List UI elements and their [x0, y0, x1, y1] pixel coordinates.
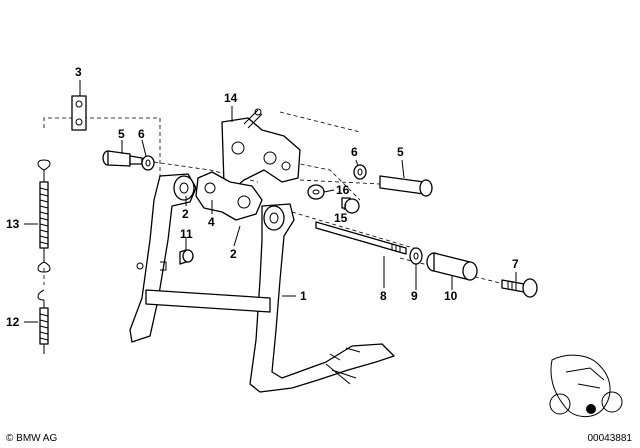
- part-1-center-stand: [129, 173, 395, 393]
- part-3-plate: [71, 95, 87, 131]
- part-16-washer: [307, 184, 325, 200]
- label-part-1: 1: [300, 289, 307, 303]
- label-part-6-right: 6: [351, 145, 358, 159]
- label-part-2-top: 2: [182, 207, 189, 221]
- leader-lines: [24, 80, 517, 323]
- part-9-washer: [409, 247, 423, 265]
- part-6-washer-right: [353, 164, 367, 180]
- part-15-stop-pin: [341, 197, 360, 214]
- label-part-11: 11: [180, 227, 193, 241]
- label-part-10: 10: [444, 289, 458, 303]
- label-part-4: 4: [208, 215, 215, 229]
- label-part-14: 14: [224, 91, 238, 105]
- label-part-12: 12: [6, 315, 20, 329]
- part-12-spring-short: [37, 289, 49, 354]
- part-14-bracket: [221, 108, 301, 191]
- position-numbers: 3 5 6 14 6 5 16 15 2 4 11 2 1 8 9 10 7 1…: [6, 65, 519, 329]
- part-8-rod: [315, 221, 407, 255]
- label-part-3: 3: [75, 65, 82, 79]
- label-part-2-bottom: 2: [230, 247, 237, 261]
- position-marker-dot: [586, 404, 596, 414]
- motorcycle-thumbnail-icon: [549, 354, 623, 417]
- part-13-spring-long: [37, 159, 51, 273]
- part-11-small-bolt: [179, 249, 194, 265]
- copyright-text: © BMW AG: [6, 433, 58, 444]
- label-part-15: 15: [334, 211, 348, 225]
- part-5-bolt-right: [379, 175, 433, 197]
- label-part-6-left: 6: [138, 127, 145, 141]
- label-part-5-left: 5: [118, 127, 125, 141]
- label-part-5-right: 5: [397, 145, 404, 159]
- label-part-8: 8: [380, 289, 387, 303]
- part-6-washer-left: [141, 155, 155, 171]
- part-7-bolt: [501, 278, 538, 298]
- part-10-bushing: [426, 252, 478, 281]
- diagram-id-text: 00043881: [587, 433, 633, 444]
- label-part-9: 9: [411, 289, 418, 303]
- part-5-bolt-left: [102, 150, 143, 167]
- label-part-16: 16: [336, 183, 350, 197]
- label-part-7: 7: [512, 257, 519, 271]
- label-part-13: 13: [6, 217, 20, 231]
